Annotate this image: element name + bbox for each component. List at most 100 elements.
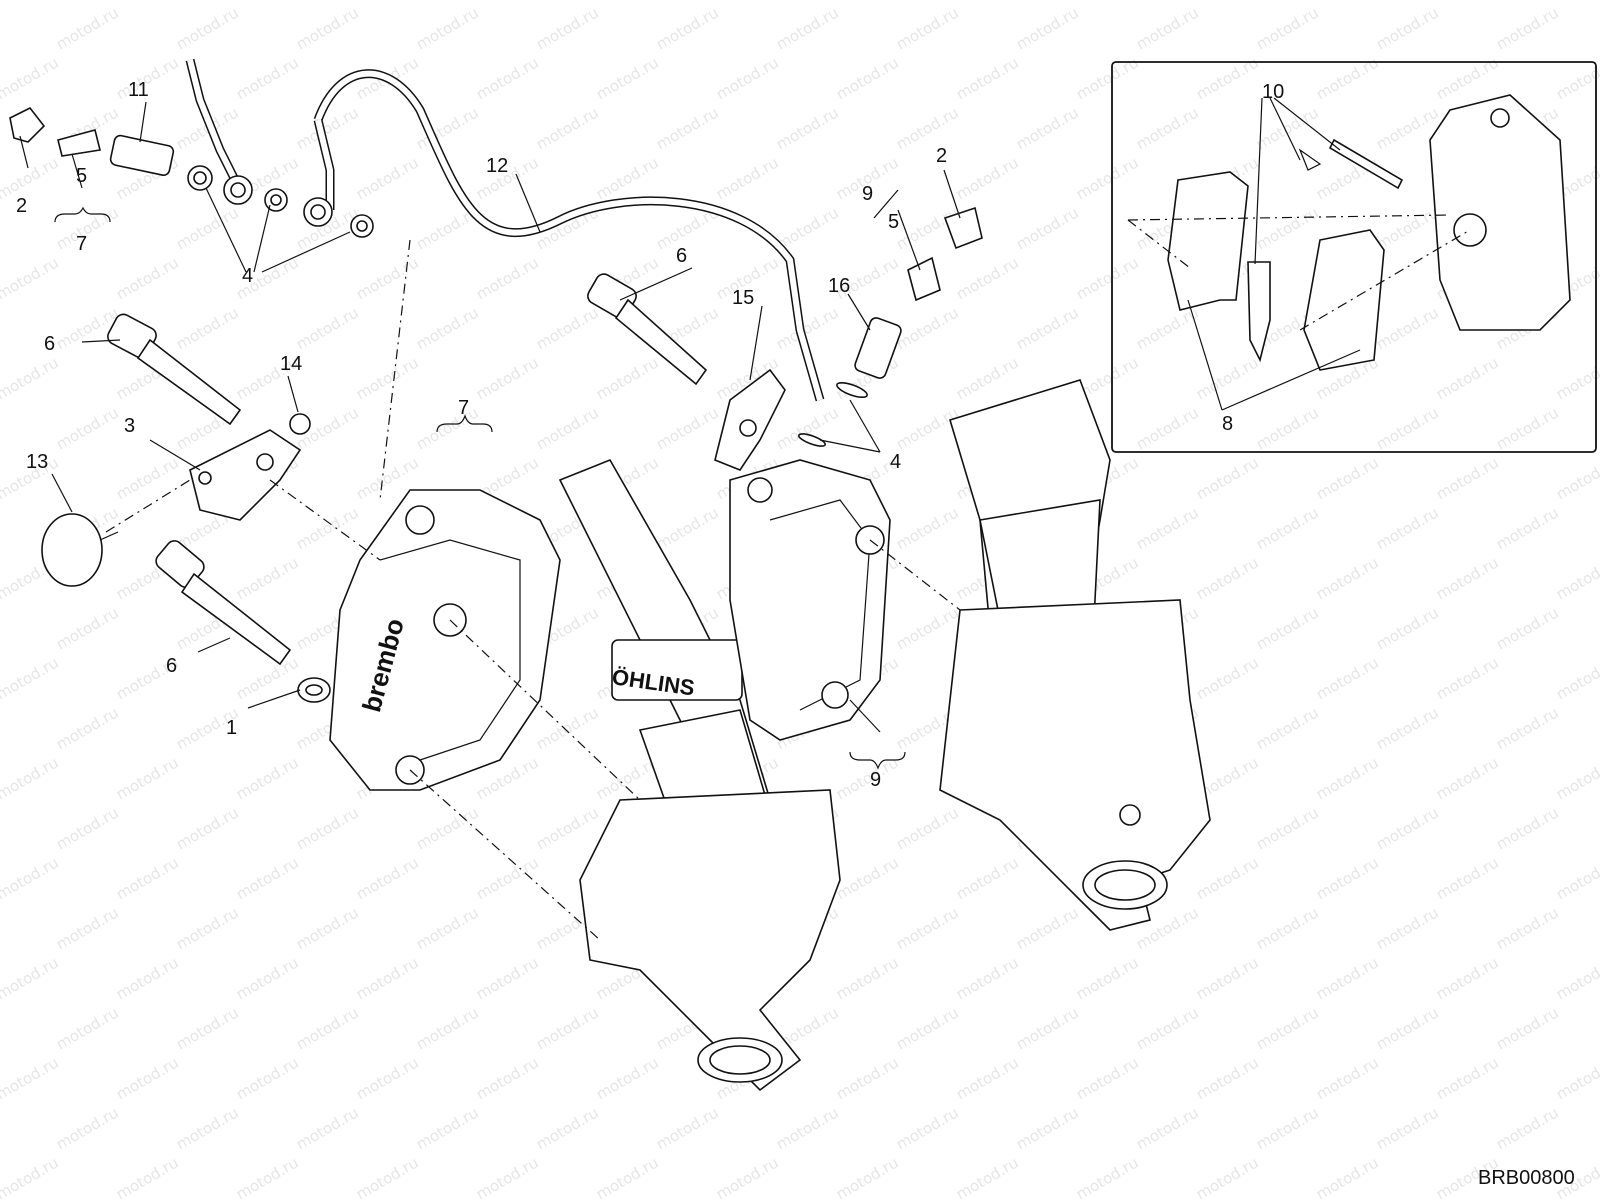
left-fork-leg: ÖHLINS	[558, 458, 841, 1092]
watermark-text: motod.ru	[353, 953, 422, 1003]
watermark-text: motod.ru	[113, 953, 182, 1003]
watermark-text: motod.ru	[293, 303, 362, 353]
watermark-text: motod.ru	[233, 0, 302, 3]
watermark-text: motod.ru	[1193, 653, 1262, 703]
callout-labels: 1 2 2 3 4 4 5 5 6 6 6 7 7 8 9 9 10 11 12…	[16, 79, 1284, 791]
watermark-text: motod.ru	[1493, 503, 1562, 553]
watermark-text: motod.ru	[113, 0, 182, 3]
watermark-text: motod.ru	[1373, 503, 1442, 553]
watermark-text: motod.ru	[713, 53, 782, 103]
watermark-text: motod.ru	[1253, 803, 1322, 853]
copper-washers-4	[187, 165, 374, 238]
watermark-text: motod.ru	[53, 703, 122, 753]
watermark-text: motod.ru	[1073, 1153, 1142, 1200]
watermark-text: motod.ru	[1313, 553, 1382, 603]
watermark-text: motod.ru	[1313, 753, 1382, 803]
watermark-text: motod.ru	[353, 1053, 422, 1103]
watermark-text: motod.ru	[1133, 103, 1202, 153]
callout-7-caliper: 7	[458, 397, 469, 419]
watermark-text: motod.ru	[1073, 0, 1142, 3]
watermark-text: motod.ru	[1133, 403, 1202, 453]
watermark-text: motod.ru	[1433, 1053, 1502, 1103]
callout-4-left: 4	[242, 265, 253, 287]
watermark-text: motod.ru	[1133, 1003, 1202, 1053]
callout-2-right: 2	[936, 145, 947, 167]
watermark-text: motod.ru	[173, 803, 242, 853]
bleed-cap-left	[9, 106, 46, 143]
watermark-text: motod.ru	[1433, 753, 1502, 803]
watermark-text: motod.ru	[953, 353, 1022, 403]
callout-13: 13	[26, 451, 48, 473]
watermark-text: motod.ru	[473, 353, 542, 403]
watermark-text: motod.ru	[1073, 153, 1142, 203]
watermark-text: motod.ru	[233, 53, 302, 103]
watermark-text: motod.ru	[0, 903, 2, 953]
watermark-text: motod.ru	[593, 153, 662, 203]
watermark-text: motod.ru	[353, 153, 422, 203]
left-brake-caliper: brembo	[329, 489, 561, 791]
watermark-text: motod.ru	[0, 1053, 62, 1103]
watermark-text: motod.ru	[0, 403, 2, 453]
callout-2-left: 2	[16, 195, 27, 217]
watermark-text: motod.ru	[593, 1053, 662, 1103]
watermark-text: motod.ru	[1373, 3, 1442, 53]
watermark-text: motod.ru	[1553, 0, 1600, 3]
watermark-text: motod.ru	[533, 403, 602, 453]
watermark-text: motod.ru	[1013, 103, 1082, 153]
watermark-text: motod.ru	[953, 953, 1022, 1003]
watermark-text: motod.ru	[833, 53, 902, 103]
watermark-text: motod.ru	[953, 1053, 1022, 1103]
watermark-text: motod.ru	[1553, 53, 1600, 103]
watermark-text: motod.ru	[233, 853, 302, 903]
watermark-text: motod.ru	[1313, 53, 1382, 103]
watermark-text: motod.ru	[1373, 703, 1442, 753]
bleed-screw-left	[57, 129, 101, 157]
watermark-text: motod.ru	[653, 3, 722, 53]
callout-4-right: 4	[890, 451, 901, 473]
caliper-bolt-6-right	[587, 273, 708, 386]
banjo-fitting-16	[854, 317, 902, 379]
callout-9-bottom: 9	[870, 769, 881, 791]
watermark-text: motod.ru	[0, 153, 62, 203]
watermark-text: motod.ru	[1553, 553, 1600, 603]
caliper-bolt-6-lower	[155, 540, 292, 666]
watermark-text: motod.ru	[1313, 953, 1382, 1003]
watermark-text: motod.ru	[1253, 903, 1322, 953]
callout-11: 11	[128, 79, 149, 101]
watermark-text: motod.ru	[533, 3, 602, 53]
watermark-text: motod.ru	[0, 603, 2, 653]
watermark-text: motod.ru	[1073, 1053, 1142, 1103]
watermark-text: motod.ru	[1493, 1103, 1562, 1153]
watermark-text: motod.ru	[413, 403, 482, 453]
watermark-text: motod.ru	[1313, 1153, 1382, 1200]
watermark-text: motod.ru	[1433, 853, 1502, 903]
watermark-text: motod.ru	[413, 803, 482, 853]
watermark-text: motod.ru	[593, 1153, 662, 1200]
watermark-text: motod.ru	[233, 1153, 302, 1200]
watermark-text: motod.ru	[1313, 0, 1382, 3]
watermark-text: motod.ru	[233, 753, 302, 803]
watermark-text: motod.ru	[173, 1103, 242, 1153]
bleed-screw-right	[907, 256, 941, 302]
watermark-text: motod.ru	[353, 1153, 422, 1200]
watermark-text: motod.ru	[1193, 453, 1262, 503]
watermark-text: motod.ru	[1553, 453, 1600, 503]
watermark-text: motod.ru	[0, 253, 62, 303]
callout-12: 12	[486, 155, 508, 177]
bleed-cap-right	[943, 206, 983, 250]
banjo-fitting-11	[109, 134, 175, 177]
callout-8: 8	[1222, 413, 1233, 435]
watermark-text: motod.ru	[173, 203, 242, 253]
watermark-text: motod.ru	[1253, 203, 1322, 253]
watermark-text: motod.ru	[293, 803, 362, 853]
watermark-text: motod.ru	[113, 253, 182, 303]
watermark-text: motod.ru	[1433, 353, 1502, 403]
watermark-text: motod.ru	[1493, 403, 1562, 453]
watermark-text: motod.ru	[953, 53, 1022, 103]
watermark-text: motod.ru	[1073, 953, 1142, 1003]
watermark-text: motod.ru	[893, 103, 962, 153]
watermark-text: motod.ru	[1193, 853, 1262, 903]
watermark-text: motod.ru	[1493, 1003, 1562, 1053]
inset-brake-pad-right	[1303, 229, 1385, 371]
watermark-text: motod.ru	[113, 853, 182, 903]
